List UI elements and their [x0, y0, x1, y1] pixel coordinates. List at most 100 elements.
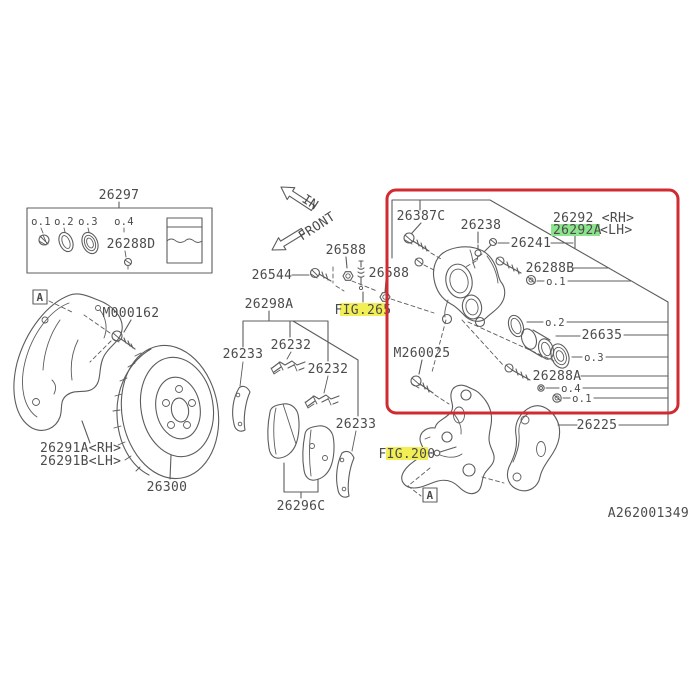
pad-kit-bracket — [242, 310, 359, 417]
grease-packet-icon — [166, 217, 203, 264]
caliper-group: 26387C 26238 26292 <RH> 26292A <LH> — [391, 199, 669, 426]
part-label-guide-pin-lower: 26288A — [533, 369, 582, 384]
marker-o1-lower: o.1 — [572, 393, 592, 405]
hardware-group: 26544 26588 26588 FIG.265 — [252, 243, 435, 318]
marker-o4: o.4 — [561, 383, 581, 395]
seal-kit-box — [26, 207, 213, 274]
part-label-rotor: 26300 — [147, 480, 188, 495]
shield-hole-3 — [95, 305, 101, 311]
pad-shim-left-icon — [232, 385, 251, 432]
marker-1: o.1 — [31, 216, 51, 228]
support-bracket-outline — [506, 405, 561, 492]
part-label-caliper-lh-side: <LH> — [600, 223, 633, 238]
leader-nut-upper — [345, 256, 348, 269]
seal-kit-group: 26297 o.1 o.2 o.3 o.4 26288D — [26, 188, 213, 274]
pad-clip-icon-2 — [304, 394, 340, 409]
view-marker-dash — [48, 300, 73, 313]
fig-ref-200[interactable]: FIG.200 — [379, 447, 436, 462]
part-label-mount-bolt: 26387C — [397, 209, 446, 224]
marker-2: o.2 — [54, 216, 74, 228]
part-label-piston: 26635 — [582, 328, 623, 343]
part-label-nut-lower: 26588 — [369, 266, 410, 281]
piston-seal-icon — [58, 231, 74, 253]
knuckle-bolt-dash — [434, 394, 450, 405]
part-label-pad-kit: 26298A — [245, 297, 294, 312]
rotor-group: 26300 — [112, 344, 220, 495]
spring-pin-icon — [357, 260, 365, 291]
part-label-shield-rh: 26291A<RH> — [40, 441, 121, 456]
small-bolt-dash — [472, 253, 483, 262]
bleeder-icon — [474, 244, 482, 261]
part-label-clip-left-inner: 26232 — [271, 338, 312, 353]
caliper-body-icon — [432, 246, 506, 328]
bracket-hole-1 — [520, 415, 530, 425]
brake-pad-icon-2 — [302, 425, 335, 481]
shield-hole-1 — [32, 398, 40, 406]
part-label-support: 26225 — [577, 418, 618, 433]
part-label-bleeder: 26238 — [461, 218, 502, 233]
knuckle-hole-2 — [462, 463, 476, 477]
rotor-outer — [120, 344, 220, 480]
pin-bolt-icon — [309, 267, 332, 282]
fig265-highlight — [340, 303, 386, 316]
part-label-clip-right: 26233 — [336, 417, 377, 432]
view-a-dashes — [407, 467, 431, 497]
piston-seal-ring-icon — [507, 314, 525, 338]
part-label-guide-pin-upper: 26288B — [526, 261, 575, 276]
bleeder-screw-icon — [525, 274, 537, 286]
cap-nut-icon — [414, 257, 424, 267]
guide-pin-lower-icon — [504, 363, 531, 381]
cap-screw-icon — [123, 257, 133, 270]
knuckle-bolt-icon — [410, 375, 434, 394]
orientation-arrows: IN FRONT — [271, 186, 338, 251]
part-label-caliper-rh: 26292 <RH> — [553, 211, 634, 226]
dust-shield-outline — [13, 293, 123, 431]
leader-shield — [81, 420, 91, 444]
part-label-clip-left: 26233 — [223, 347, 264, 362]
rotor-center-hole — [170, 397, 190, 423]
pin-guide-dashes — [332, 266, 345, 292]
marker-o2: o.2 — [545, 317, 565, 329]
nut-upper-icon — [342, 271, 354, 281]
part-label-caliper-lh[interactable]: 26292A — [553, 223, 602, 238]
fig-ref-265[interactable]: FIG.265 — [335, 303, 392, 318]
front-arrow-icon — [271, 227, 306, 251]
part-label-pad-set: 26296C — [277, 499, 326, 514]
hardware-dashes — [351, 280, 435, 314]
part-label-shield-bolt: M000162 — [103, 306, 160, 321]
knuckle-eye — [460, 389, 472, 401]
pad-kit-group: 26298A 26233 26232 26232 26233 — [223, 297, 377, 514]
shield-bolt-icon — [111, 330, 136, 350]
pad-set-bracket — [283, 462, 319, 499]
cap-icon — [552, 393, 562, 403]
marker-4: o.4 — [114, 216, 134, 228]
view-marker-a: A — [37, 291, 44, 304]
front-arrow-label: FRONT — [296, 209, 338, 244]
rotor-rim — [116, 348, 152, 476]
shield-bolt-dashes — [83, 314, 112, 363]
part-label-knuckle-bolt: M260025 — [394, 346, 451, 361]
leader-rotor — [169, 454, 172, 480]
small-bolt-icon — [483, 237, 498, 253]
bracket-dash — [481, 476, 505, 484]
fig200-highlight — [386, 447, 428, 460]
leader-knuckle-bolt — [418, 359, 423, 375]
caliper-frame-lines — [391, 199, 669, 426]
boot-seal-icon — [81, 231, 99, 255]
view-marker-a2: A — [427, 489, 434, 502]
mount-bolt-icon — [403, 232, 430, 252]
fig200-node — [433, 449, 441, 457]
leader-shield-bolt — [123, 319, 132, 333]
caliper-lh-highlight — [551, 224, 600, 236]
marker-3: o.3 — [78, 216, 98, 228]
guide-pin-upper-icon — [495, 256, 522, 275]
support-bracket-detail — [512, 413, 529, 463]
part-label-nut-upper: 26588 — [326, 243, 367, 258]
part-label-clip-right-inner: 26232 — [308, 362, 349, 377]
drawing-code: A262001349 — [608, 506, 689, 521]
grease-nut-icon — [38, 234, 50, 246]
view-marker-a2-box — [422, 487, 438, 503]
pad-clip-icon-1 — [270, 360, 306, 375]
